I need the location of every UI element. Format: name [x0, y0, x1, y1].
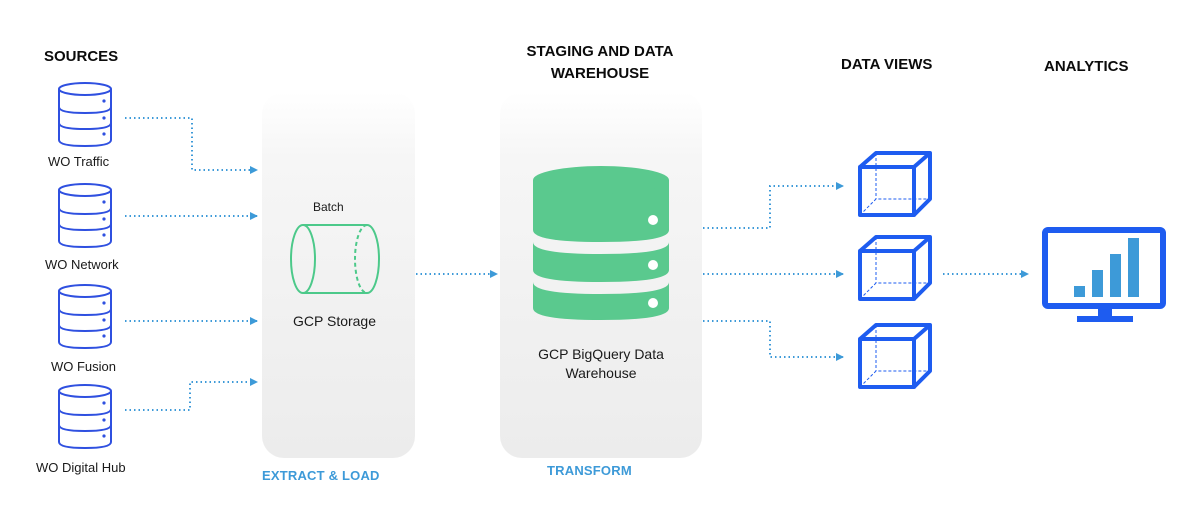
cube-icon [858, 151, 932, 217]
database-icon [58, 384, 112, 450]
database-icon [533, 166, 669, 320]
warehouse-label: GCP BigQuery Data Warehouse [525, 345, 677, 383]
gcp-storage-label: GCP Storage [293, 313, 377, 329]
extract-load-panel [262, 92, 415, 458]
database-icon [58, 284, 112, 350]
warehouse-label-line2: Warehouse [565, 365, 637, 381]
cube-icon [858, 235, 932, 301]
arrow-warehouse-to-view-3 [703, 320, 844, 361]
source-label-wo-traffic: WO Traffic [48, 154, 110, 169]
staging-heading-line1: STAGING AND DATA [526, 43, 674, 60]
source-label-wo-digital-hub: WO Digital Hub [36, 460, 126, 475]
arrow-warehouse-to-view-1 [703, 182, 844, 229]
staging-heading: STAGING AND DATA WAREHOUSE [515, 41, 685, 85]
sources-heading: SOURCES [44, 48, 119, 65]
data-views-heading: DATA VIEWS [841, 56, 933, 73]
batch-label: Batch [313, 200, 344, 214]
database-icon [58, 82, 112, 148]
extract-load-stage-label: EXTRACT & LOAD [262, 468, 380, 483]
arrow-wo-traffic [125, 117, 258, 174]
analytics-heading: ANALYTICS [1044, 58, 1129, 75]
monitor-bar-chart-icon [1042, 227, 1166, 322]
warehouse-label-line1: GCP BigQuery Data [538, 346, 664, 362]
database-icon [58, 183, 112, 249]
cube-icon [858, 323, 932, 389]
source-label-wo-network: WO Network [45, 257, 119, 272]
storage-cylinder-icon [290, 224, 380, 294]
source-label-wo-fusion: WO Fusion [51, 359, 117, 374]
arrow-wo-digital-hub [125, 378, 258, 411]
staging-heading-line2: WAREHOUSE [550, 65, 650, 82]
transform-stage-label: TRANSFORM [547, 463, 632, 478]
